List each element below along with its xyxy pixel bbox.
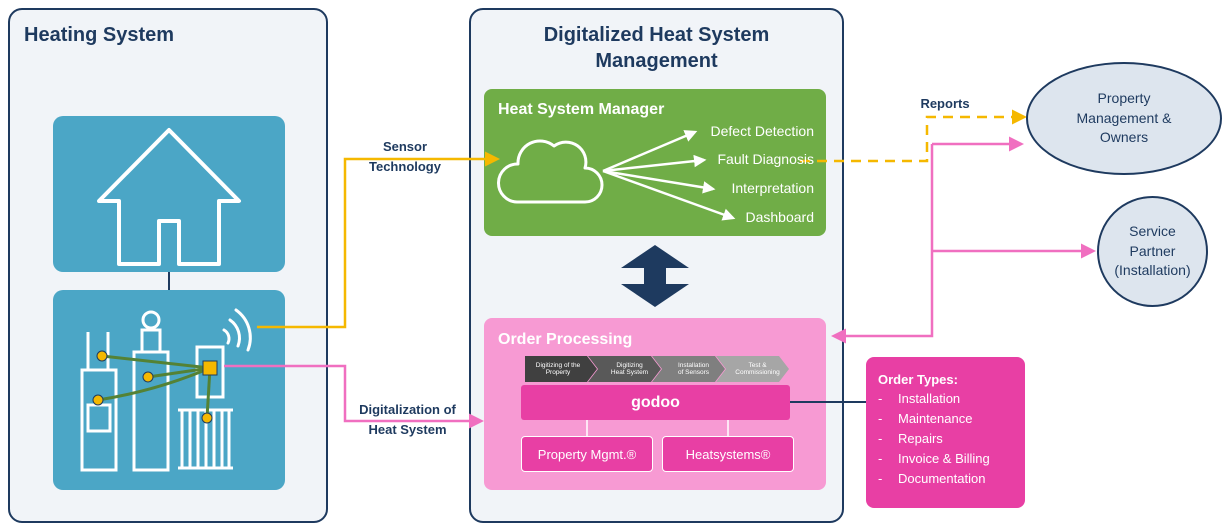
output-defect-detection: Defect Detection xyxy=(710,123,815,139)
order-types-box: Order Types: -Installation -Maintenance … xyxy=(866,357,1025,508)
step-chevron-1 xyxy=(525,356,597,382)
house-icon xyxy=(97,128,241,266)
sensor-network-icon xyxy=(92,350,218,424)
wifi-signal-icon xyxy=(222,308,252,352)
step-chevron-2 xyxy=(588,356,661,382)
order-type-item: -Installation xyxy=(878,391,961,406)
title-line-1: Digitalized Heat System xyxy=(543,24,770,46)
heating-system-title: Heating System xyxy=(24,24,175,46)
godoo-platform: godoo xyxy=(521,385,790,420)
module-property-mgmt: Property Mgmt.® xyxy=(521,436,653,472)
reports-line xyxy=(800,109,1027,163)
output-fault-diagnosis: Fault Diagnosis xyxy=(717,151,815,167)
property-management-owners: Property Management & Owners xyxy=(1026,62,1222,175)
order-types-list: -Installation -Maintenance -Repairs -Inv… xyxy=(878,389,1013,489)
heating-hardware-icon xyxy=(80,310,233,472)
order-type-item: -Maintenance xyxy=(878,411,973,426)
step-label-4: Test &Commissioning xyxy=(735,361,780,376)
order-types-title: Order Types: xyxy=(878,372,958,387)
reports-label: Reports xyxy=(920,96,970,111)
cloud-icon xyxy=(497,139,604,204)
digitalization-line xyxy=(224,364,484,429)
sensor-technology-line xyxy=(257,151,500,329)
output-dashboard: Dashboard xyxy=(745,209,815,225)
service-partner: Service Partner (Installation) xyxy=(1097,196,1208,307)
analysis-arrows xyxy=(602,130,736,221)
stakeholder-pink-trunk xyxy=(831,144,934,344)
digitalization-label: Digitalization of Heat System xyxy=(359,402,456,438)
title-line-2: Management xyxy=(595,50,718,72)
step-chevron-3 xyxy=(652,356,725,382)
sensor-technology-label: Sensor Technology xyxy=(369,139,441,175)
order-type-item: -Documentation xyxy=(878,471,986,486)
house-tile xyxy=(53,116,285,272)
order-processing-title: Order Processing xyxy=(498,331,633,348)
order-type-item: -Repairs xyxy=(878,431,943,446)
step-chevron-4 xyxy=(716,356,789,382)
heat-system-manager-title: Heat System Manager xyxy=(498,101,665,118)
order-type-item: -Invoice & Billing xyxy=(878,451,990,466)
bidirectional-arrow xyxy=(621,245,689,307)
digitalized-management-title: Digitalized Heat System Management xyxy=(471,22,842,74)
module-heatsystems: Heatsystems® xyxy=(662,436,794,472)
output-interpretation: Interpretation xyxy=(731,180,815,196)
heat-system-manager-box: Heat System Manager xyxy=(484,89,826,236)
